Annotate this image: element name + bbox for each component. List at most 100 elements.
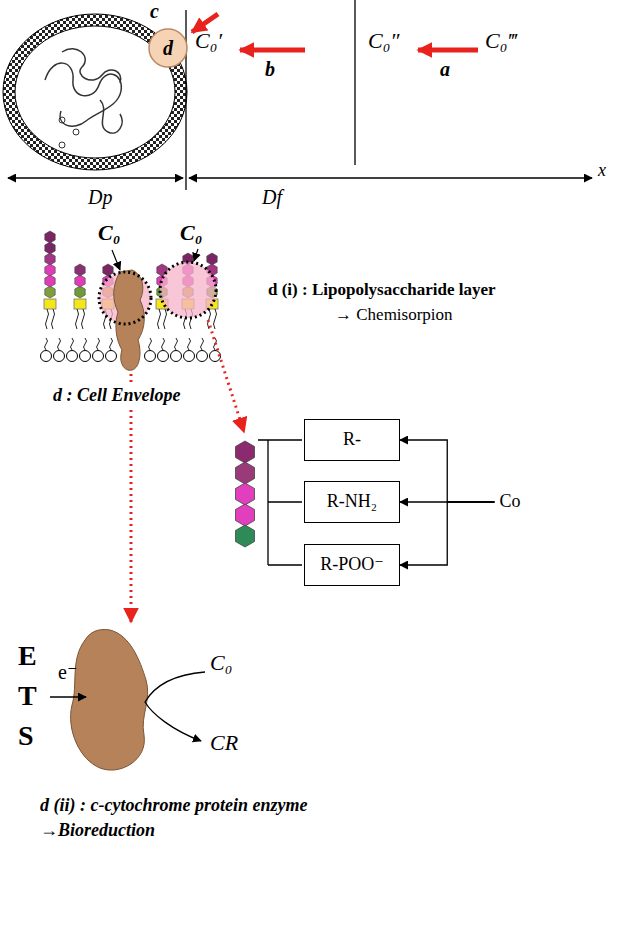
phospholipid-heads <box>106 351 117 362</box>
x-axis <box>8 177 592 178</box>
interface-circle: d <box>148 28 188 68</box>
binding-site-halo <box>160 262 216 318</box>
caption-text: →Bioreduction <box>40 820 155 841</box>
binding-site-outline <box>160 262 216 318</box>
caption-text: d : Cell Envelope <box>50 385 183 406</box>
reaction-arrow <box>50 696 86 697</box>
lps-chains <box>75 275 85 287</box>
phospholipid-heads <box>41 351 52 362</box>
axis-label: x <box>598 160 606 181</box>
sugar-chain <box>236 525 255 547</box>
functional-group-box: R-NH₂ <box>304 481 400 523</box>
concentration-label: C₀ <box>180 220 202 246</box>
caption-text: → Chemisorpion <box>335 305 453 325</box>
lps-chains <box>75 264 85 276</box>
phospholipid-heads <box>80 351 91 362</box>
phospholipid-heads <box>197 351 208 362</box>
lipid-tails <box>46 309 55 329</box>
concentration-label: C₀ <box>98 220 120 246</box>
lipid-tails <box>208 309 217 329</box>
lps-chains <box>45 231 55 243</box>
diffusion-arrows <box>192 14 478 50</box>
lps-chains <box>207 253 217 265</box>
lps-chains <box>45 242 55 254</box>
concentration-label: C₀″ <box>368 28 400 54</box>
diffusivity-label: Dp <box>88 186 112 209</box>
bacterial-cell <box>62 49 121 83</box>
bacterial-cell <box>3 14 187 170</box>
group-bracket <box>258 440 302 565</box>
binding-site-outline <box>99 272 151 324</box>
binding-arrow <box>400 502 494 565</box>
lipid-a-squares <box>44 299 56 309</box>
pointer-arrow <box>194 249 198 261</box>
node-text: Co <box>499 491 520 513</box>
phospholipid-heads <box>67 351 78 362</box>
sugar-chain <box>236 504 255 526</box>
node-text: R-NH₂ <box>327 491 377 513</box>
x-axis <box>189 177 592 178</box>
zoom-arrow <box>208 320 244 432</box>
zoom-arrow <box>130 374 133 622</box>
metal-ion-node: Co <box>494 486 525 518</box>
concentration-label: C₀ <box>210 650 232 676</box>
diffusion-arrows <box>240 48 305 53</box>
phospholipid-heads <box>171 351 182 362</box>
bacterial-cell <box>59 117 65 123</box>
concentration-label: C₀‴ <box>485 28 517 54</box>
sugar-chain <box>236 441 255 463</box>
lipid-tails <box>158 309 167 329</box>
lipid-tails <box>76 309 85 329</box>
binding-arrow <box>400 440 494 502</box>
node-text: d <box>163 36 173 60</box>
binding-site-outline <box>99 262 216 324</box>
boundary-line <box>354 0 355 165</box>
functional-group-box: R- <box>304 419 400 461</box>
pointer-arrow <box>112 249 198 270</box>
lps-chains <box>103 264 113 276</box>
bacterial-cell <box>100 100 122 133</box>
boundary-line <box>186 0 355 190</box>
bacterial-cell <box>59 142 65 148</box>
phospholipid-heads <box>54 351 65 362</box>
sugar-chain <box>236 462 255 484</box>
lps-chains <box>45 275 55 287</box>
zoom-arrow <box>131 320 244 622</box>
bacterial-cell <box>45 63 121 126</box>
sugar-chain <box>236 483 255 505</box>
caption-text: d (ii) : c-cytochrome protein enzyme <box>40 795 307 816</box>
reaction-arrow <box>145 672 205 741</box>
lipid-a-squares <box>74 299 86 309</box>
phospholipid-heads <box>158 351 169 362</box>
diffusivity-label: Df <box>262 186 282 209</box>
node-text: R-POO⁻ <box>320 554 384 576</box>
concentration-label: CR <box>210 730 238 756</box>
lps-chains <box>75 286 85 298</box>
step-letter: b <box>265 58 275 81</box>
step-letter: a <box>440 58 450 81</box>
lps-chains <box>45 264 55 276</box>
phospholipid-heads <box>145 351 156 362</box>
node-text: R- <box>343 429 361 451</box>
lps-chains <box>45 253 55 265</box>
electron-label: e⁻ <box>58 660 77 684</box>
pointer-arrow <box>112 250 120 270</box>
pathway-letter: T <box>18 680 37 712</box>
step-letter: c <box>150 0 159 23</box>
diffusion-arrows <box>418 48 478 53</box>
boundary-line <box>185 10 186 190</box>
phospholipid-heads <box>93 351 104 362</box>
bacterial-cell <box>3 14 187 170</box>
lps-chains <box>45 286 55 298</box>
sugar-chain <box>236 441 255 547</box>
caption-text: d (i) : Lipopolysaccharide layer <box>268 280 496 300</box>
functional-group-box: R-POO⁻ <box>304 544 400 586</box>
circle-outline <box>149 29 187 67</box>
cytochrome-enzyme <box>71 629 148 770</box>
bacterial-cell <box>73 129 79 135</box>
phospholipid-heads <box>184 351 195 362</box>
concentration-label: C₀′ <box>195 28 222 54</box>
pathway-letter: E <box>18 640 37 672</box>
